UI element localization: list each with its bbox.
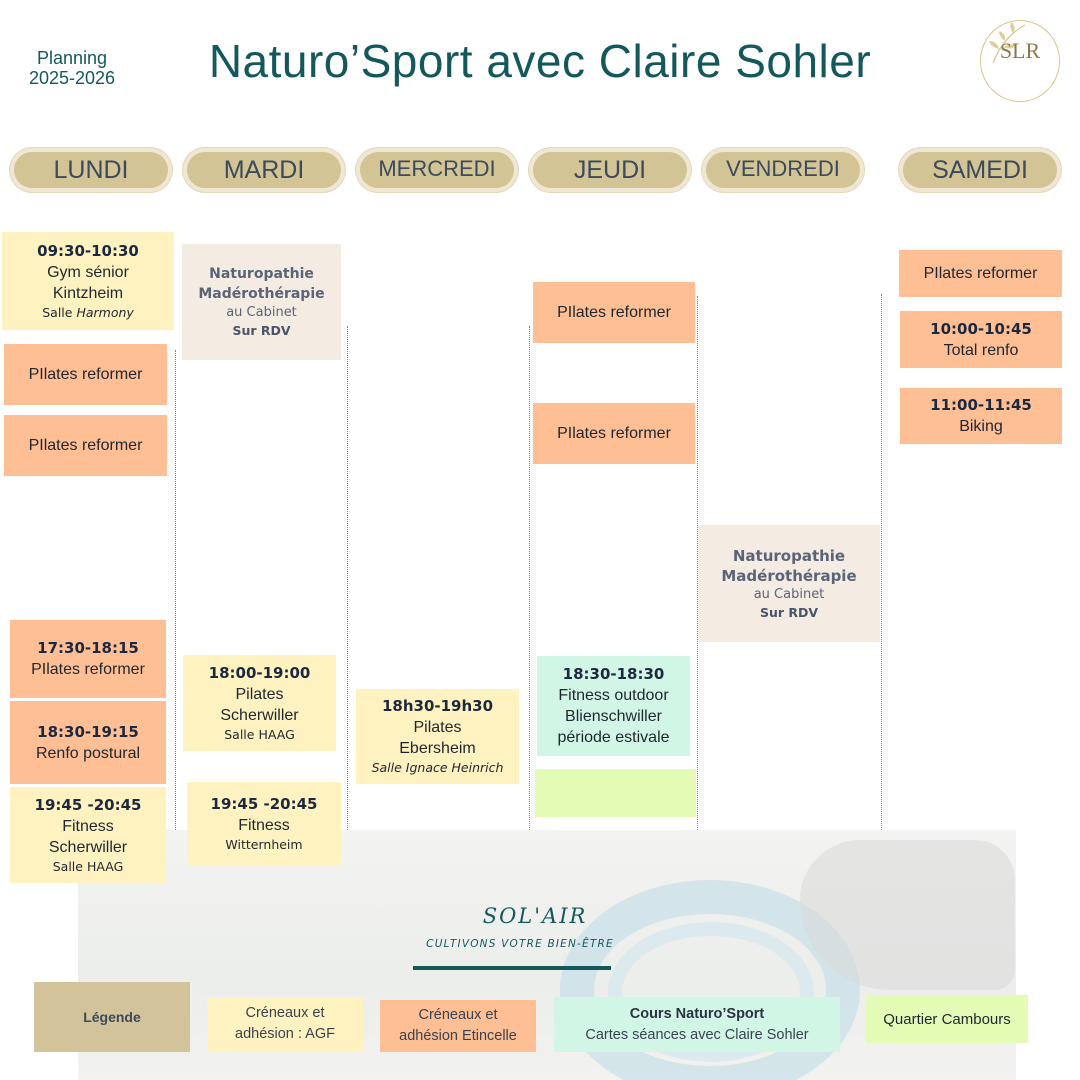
planning-label: Planning 2025-2026: [20, 48, 124, 88]
event-time: 11:00-11:45: [930, 396, 1032, 414]
event-mardi-evening-1: 18:00-19:00 Pilates Scherwiller Salle HA…: [183, 655, 336, 751]
event-lundi-pilates-2: PIlates reformer: [4, 415, 167, 476]
event-activity: Fitness: [238, 816, 290, 834]
planning-years: 2025-2026: [28, 68, 116, 88]
column-separator: [175, 350, 176, 908]
event-activity: PIlates reformer: [31, 661, 145, 678]
event-title: Naturopathie: [732, 546, 846, 565]
logo-text: SLR: [999, 38, 1041, 63]
event-vendredi-naturo: Naturopathie Madérothérapie au Cabinet S…: [698, 525, 880, 642]
event-room: Salle Ignace Heinrich: [371, 760, 504, 775]
event-activity: Gym sénior: [47, 263, 129, 281]
legend-etincelle-line1: Créneaux et: [418, 1007, 498, 1023]
column-separator: [881, 294, 882, 876]
day-mardi: MARDI: [183, 148, 345, 192]
page-title: Naturo’Sport avec Claire Sohler: [208, 35, 872, 87]
event-activity: Biking: [959, 418, 1003, 435]
brand-underline: [413, 966, 611, 970]
day-samedi: SAMEDI: [899, 148, 1061, 192]
event-activity: Pilates: [235, 685, 284, 703]
event-location: au Cabinet: [226, 305, 297, 320]
event-room: Salle HAAG: [224, 726, 295, 742]
event-activity: PIlates reformer: [923, 265, 1038, 282]
event-subtitle: Madérothérapie: [721, 566, 857, 585]
event-booking: Sur RDV: [232, 323, 291, 338]
legend-etincelle: Créneaux et adhésion Etincelle: [380, 1000, 536, 1052]
brand-tagline: CULTIVONS VOTRE BIEN-ÊTRE: [426, 938, 614, 950]
legend-cambours-label: Quartier Cambours: [883, 1010, 1011, 1028]
event-time: 09:30-10:30: [37, 241, 139, 260]
event-time: 18:30-18:30: [562, 665, 665, 683]
logo: SLR: [980, 20, 1060, 102]
event-title: Naturopathie: [209, 266, 314, 282]
event-period: période estivale: [557, 729, 670, 746]
event-time: 18h30-19h30: [381, 697, 494, 715]
event-location: Blienschwiller: [565, 708, 662, 725]
brand-name: SOL'AIR: [482, 904, 588, 928]
event-location: Ebersheim: [399, 740, 476, 757]
legend-cambours: Quartier Cambours: [866, 995, 1028, 1043]
event-samedi-renfo: 10:00-10:45 Total renfo: [900, 311, 1062, 368]
legend-naturosport-line2: Cartes séances avec Claire Sohler: [585, 1026, 809, 1043]
planning-label-text: Planning: [36, 48, 108, 68]
event-mercredi-evening-1: 18h30-19h30 Pilates Ebersheim Salle Igna…: [356, 689, 519, 784]
event-activity: PIlates reformer: [557, 304, 671, 321]
event-jeudi-cambours-slot: [535, 769, 696, 817]
event-samedi-biking: 11:00-11:45 Biking: [900, 388, 1062, 444]
event-time: 19:45 -20:45: [210, 794, 318, 813]
event-activity: Fitness outdoor: [558, 687, 669, 704]
legend-agf: Créneaux et adhésion : AGF: [207, 997, 363, 1051]
event-activity: Pilates: [413, 719, 462, 736]
event-jeudi-pilates-1: PIlates reformer: [533, 282, 695, 343]
legend-naturosport-line1: Cours Naturo’Sport: [629, 1005, 765, 1022]
event-room-prefix: Salle: [42, 304, 77, 320]
event-activity: Fitness: [62, 817, 114, 835]
event-activity: Renfo postural: [35, 744, 141, 762]
day-mercredi: MERCREDI: [356, 148, 518, 192]
event-mardi-evening-2: 19:45 -20:45 Fitness Witternheim: [187, 782, 341, 865]
event-time: 10:00-10:45: [930, 319, 1032, 338]
event-activity: PIlates reformer: [557, 425, 671, 442]
event-location: Scherwiller: [220, 706, 299, 724]
event-time: 19:45 -20:45: [34, 795, 142, 814]
legend-agf-line1: Créneaux et: [245, 1005, 325, 1021]
event-activity: Total renfo: [943, 341, 1019, 359]
event-lundi-evening-2: 18:30-19:15 Renfo postural: [10, 701, 166, 784]
day-jeudi: JEUDI: [529, 148, 691, 192]
event-room: Salle Harmony: [42, 304, 134, 322]
event-lundi-gym: 09:30-10:30 Gym sénior Kintzheim Salle H…: [2, 232, 174, 330]
event-room-name: Harmony: [76, 304, 134, 320]
event-lundi-pilates-1: PIlates reformer: [4, 344, 167, 405]
column-separator: [697, 296, 698, 908]
event-room: Salle HAAG: [52, 858, 124, 874]
event-time: 18:00-19:00: [208, 663, 311, 682]
event-samedi-pilates: PIlates reformer: [899, 250, 1062, 297]
day-lundi: LUNDI: [10, 148, 172, 192]
event-jeudi-evening-1: 18:30-18:30 Fitness outdoor Blienschwill…: [537, 656, 690, 756]
event-time: 17:30-18:15: [37, 639, 139, 657]
legend-etincelle-line2: adhésion Etincelle: [399, 1028, 517, 1044]
legend-naturosport: Cours Naturo’Sport Cartes séances avec C…: [554, 997, 840, 1052]
day-vendredi: VENDREDI: [702, 148, 864, 192]
event-mardi-naturo: Naturopathie Madérothérapie au Cabinet S…: [182, 244, 341, 360]
event-location: Witternheim: [225, 836, 303, 852]
event-jeudi-pilates-2: PIlates reformer: [533, 403, 695, 464]
column-separator: [529, 326, 530, 908]
event-lundi-evening-3: 19:45 -20:45 Fitness Scherwiller Salle H…: [10, 787, 166, 883]
event-booking: Sur RDV: [759, 604, 819, 620]
event-time: 18:30-19:15: [37, 722, 139, 741]
legend-title-box: Légende: [34, 982, 190, 1052]
legend-title: Légende: [83, 1008, 141, 1025]
leaf-icon: [989, 22, 1026, 64]
event-activity: PIlates reformer: [28, 437, 143, 454]
event-location: au Cabinet: [753, 586, 825, 602]
event-lundi-evening-1: 17:30-18:15 PIlates reformer: [10, 620, 166, 698]
event-location: Kintzheim: [52, 284, 124, 302]
event-subtitle: Madérothérapie: [198, 286, 325, 302]
legend-agf-line2: adhésion : AGF: [235, 1026, 335, 1042]
sneaker-image: [800, 840, 1015, 990]
event-activity: PIlates reformer: [28, 366, 143, 383]
event-location: Scherwiller: [48, 838, 128, 856]
column-separator: [347, 326, 348, 908]
